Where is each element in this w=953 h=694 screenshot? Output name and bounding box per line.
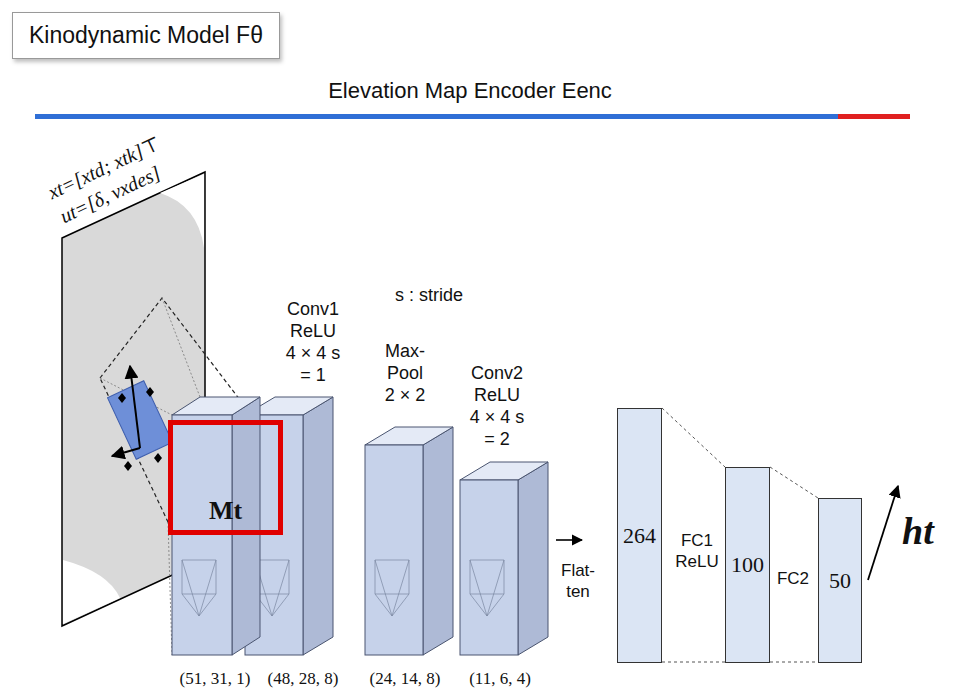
receptive-field: [375, 560, 409, 616]
slab-side: [232, 397, 260, 655]
layer-label: Conv1 ReLU 4 × 4 s = 1: [285, 298, 341, 386]
fc-layer-box: 264: [617, 408, 662, 663]
layer-connector: [662, 408, 725, 662]
wheel-mark: [124, 461, 132, 471]
flatten-label: Flat- ten: [557, 560, 599, 602]
header-rule-accent: [838, 114, 910, 119]
feature-map-slab: [172, 397, 260, 655]
slab-front: [365, 445, 423, 655]
node-text: Mt: [209, 496, 242, 526]
wheel-mark: [154, 453, 162, 463]
node-text: 100: [731, 552, 764, 578]
lateral-arrow: [112, 448, 140, 456]
slab-top: [172, 397, 260, 415]
node-text: Kinodynamic Model Fθ: [29, 22, 263, 48]
dimension-label: (48, 28, 8): [268, 668, 339, 689]
dimension-label: (11, 6, 4): [469, 668, 531, 689]
fc-layer-box: 100: [725, 467, 770, 663]
node-text: 264: [623, 523, 656, 549]
layer-label: FC1 ReLU: [672, 530, 722, 572]
flatten-arrow: [556, 539, 582, 541]
fc-layer-box: 50: [818, 498, 862, 663]
receptive-field: [470, 560, 504, 616]
output-arrow: [868, 486, 898, 580]
header-rule: [35, 114, 838, 119]
projection-line: [162, 298, 200, 397]
projection-line: [168, 522, 172, 655]
diagram-title: Elevation Map Encoder Eenc: [328, 78, 612, 104]
wheel-mark: [146, 387, 154, 397]
heading-arrow: [130, 366, 140, 448]
slab-front: [460, 480, 518, 655]
slab-top: [460, 462, 548, 480]
stride-note: s : stride: [395, 284, 463, 306]
layer-connector: [770, 467, 818, 662]
layer-label: FC2: [777, 568, 809, 589]
slab-side: [423, 427, 453, 655]
model-title-box: Kinodynamic Model Fθ: [12, 12, 280, 59]
dimension-label: (51, 31, 1): [180, 668, 251, 689]
slab-side: [303, 397, 333, 655]
feature-map-slab: [460, 462, 548, 655]
layer-label: Conv2 ReLU 4 × 4 s = 2: [469, 362, 525, 450]
feature-map-slab: [365, 427, 453, 655]
slab-side: [518, 462, 548, 655]
slab-top: [365, 427, 453, 445]
output-label: ht: [902, 508, 934, 554]
layer-label: Max-Pool 2 × 2: [381, 340, 429, 406]
highlight-box: Mt: [168, 420, 283, 535]
slab-front: [172, 415, 232, 655]
dimension-label: (24, 14, 8): [370, 668, 441, 689]
map-corner: [160, 174, 204, 248]
map-corner: [63, 560, 120, 624]
wheel-mark: [118, 393, 126, 403]
receptive-field: [182, 560, 216, 616]
node-text: 50: [829, 568, 851, 594]
